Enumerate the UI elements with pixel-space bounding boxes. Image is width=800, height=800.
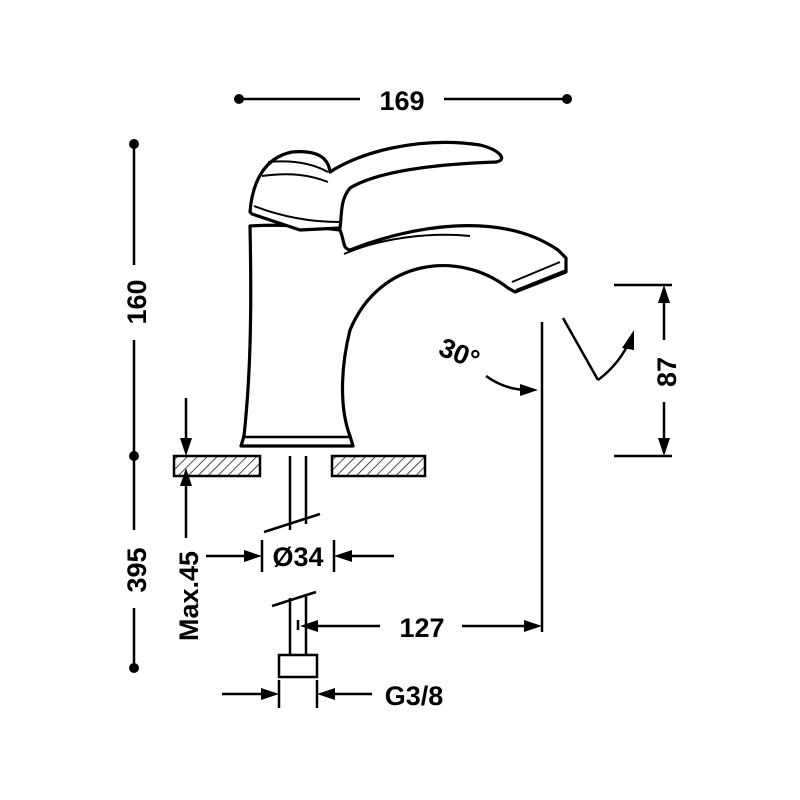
max-thickness-label: Max.45	[174, 551, 204, 641]
spout-height-label: 160	[122, 279, 152, 324]
faucet-handle	[248, 140, 504, 232]
width-label: 169	[379, 86, 424, 116]
reach-label: 127	[399, 613, 444, 643]
total-height-label: 395	[122, 547, 152, 592]
width-dimension: 169	[234, 86, 572, 116]
reach-dimension: 127	[300, 322, 544, 643]
thread-label: G3/8	[385, 681, 444, 711]
angle-label: 30°	[435, 332, 484, 375]
supply-pipe	[263, 456, 321, 679]
angle-dimension: 30°	[435, 317, 634, 396]
countertop	[172, 454, 427, 478]
flow-drop-dimension: 87	[614, 283, 682, 458]
height-dimension: 160 395	[122, 139, 152, 673]
diameter-label: Ø34	[272, 542, 323, 572]
thread-dimension: G3/8	[222, 680, 443, 711]
max-thickness-dimension: Max.45	[174, 398, 204, 641]
faucet-body	[239, 223, 568, 448]
diameter-dimension: Ø34	[206, 540, 394, 572]
flow-drop-label: 87	[652, 357, 682, 387]
